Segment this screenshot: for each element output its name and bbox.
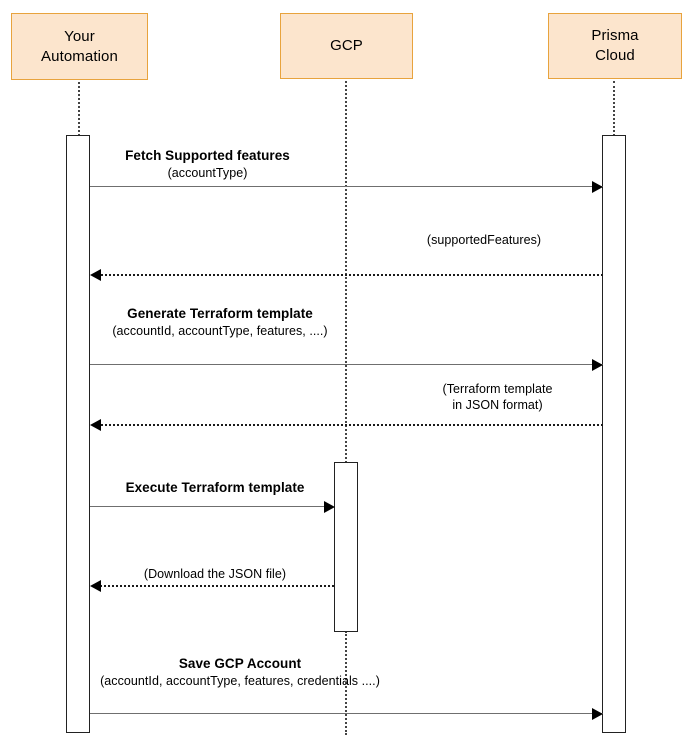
message-arrowhead-save-gcp-account — [592, 708, 603, 720]
message-line-execute-terraform-template — [90, 506, 324, 507]
participant-label-line2: Automation — [41, 47, 118, 65]
participant-label-line1: GCP — [330, 37, 363, 55]
lifeline-prisma-cloud — [613, 81, 615, 136]
participant-label-line2: Cloud — [595, 47, 635, 64]
message-arrowhead-terraform-template-return — [90, 419, 101, 431]
message-label-supported-features-return: (supportedFeatures) — [426, 233, 542, 247]
lifeline-your-automation — [78, 82, 80, 136]
participant-box-gcp[interactable]: GCP — [280, 13, 413, 79]
message-label-save-gcp-account: Save GCP Account (accountId, accountType… — [100, 656, 380, 688]
participant-box-prisma-cloud[interactable]: Prisma Cloud — [548, 13, 682, 79]
message-label-terraform-template-return: (Terraform template in JSON format) — [442, 382, 553, 413]
message-label-execute-terraform-template: Execute Terraform template — [125, 480, 305, 495]
lifeline-gcp — [345, 81, 347, 463]
message-arrowhead-fetch-supported-features — [592, 181, 603, 193]
participant-label-line1: Prisma — [591, 27, 639, 45]
message-label-fetch-supported-features: Fetch Supported features (accountType) — [125, 148, 290, 180]
activation-bar-prisma-cloud — [602, 135, 626, 733]
activation-bar-your-automation — [66, 135, 90, 733]
message-line-generate-terraform-template — [90, 364, 603, 365]
activation-bar-gcp — [334, 462, 358, 632]
message-label-download-json-file: (Download the JSON file) — [143, 567, 287, 581]
message-line-supported-features-return — [97, 274, 603, 276]
participant-label-line1: Your — [64, 27, 95, 45]
message-arrowhead-download-json-file — [90, 580, 101, 592]
message-line-fetch-supported-features — [90, 186, 603, 187]
lifeline-gcp-lower — [345, 631, 347, 735]
message-line-download-json-file — [97, 585, 334, 587]
participant-box-your-automation[interactable]: Your Automation — [11, 13, 148, 80]
message-line-save-gcp-account — [90, 713, 603, 714]
message-arrowhead-execute-terraform-template — [324, 501, 335, 513]
message-label-generate-terraform-template: Generate Terraform template (accountId, … — [112, 306, 328, 338]
message-line-terraform-template-return — [97, 424, 603, 426]
message-arrowhead-generate-terraform-template — [592, 359, 603, 371]
message-arrowhead-supported-features-return — [90, 269, 101, 281]
